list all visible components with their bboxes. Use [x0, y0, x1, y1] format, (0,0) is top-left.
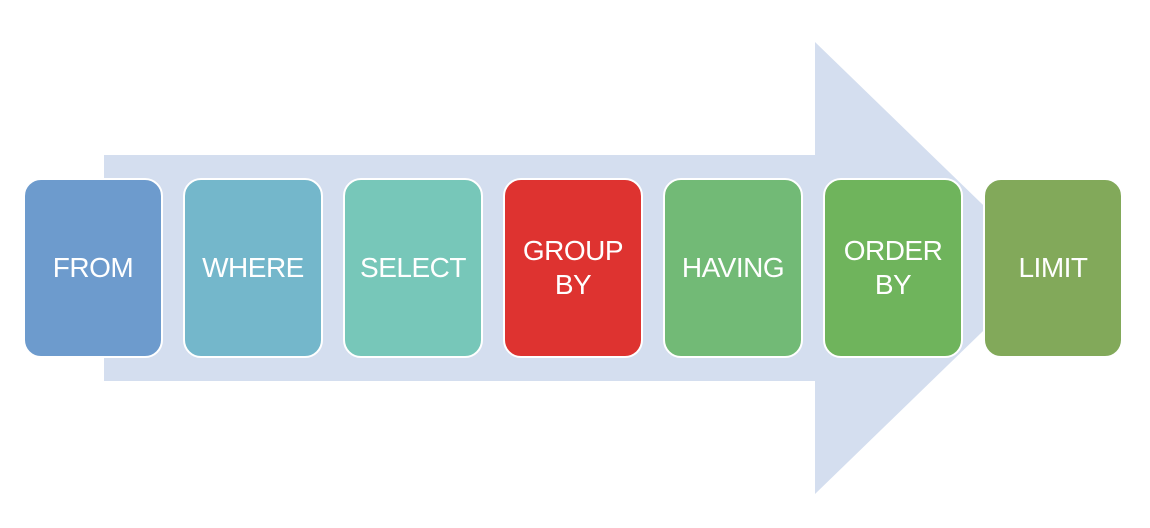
step-from: FROM — [23, 178, 163, 358]
step-having: HAVING — [663, 178, 803, 358]
step-select: SELECT — [343, 178, 483, 358]
step-order-by: ORDER BY — [823, 178, 963, 358]
step-limit: LIMIT — [983, 178, 1123, 358]
step-group-by: GROUP BY — [503, 178, 643, 358]
step-where: WHERE — [183, 178, 323, 358]
